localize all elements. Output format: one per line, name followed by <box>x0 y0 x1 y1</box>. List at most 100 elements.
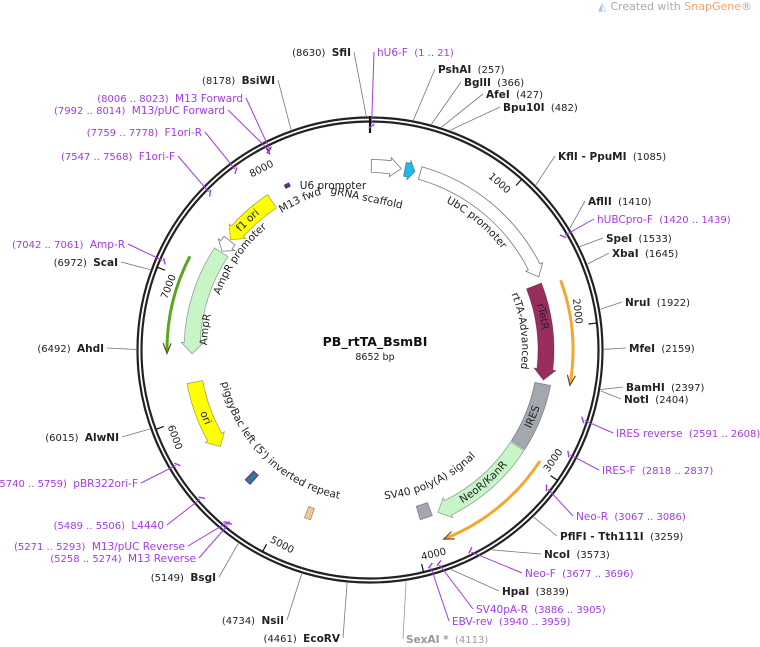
enzyme-site-ncoi[interactable]: NcoI (3573) <box>544 549 610 561</box>
feature-neor-kanr[interactable] <box>437 441 525 519</box>
enzyme-site-aflii[interactable]: AflII (1410) <box>588 196 651 208</box>
feature-sv40-poly-a-signal[interactable] <box>415 502 433 521</box>
site-position: (257) <box>478 65 505 76</box>
primer-pbr322ori-f[interactable]: (5740 .. 5759) pBR322ori-F <box>0 478 138 490</box>
enzyme-site-bamhi[interactable]: BamHI (2397) <box>626 382 704 394</box>
enzyme-site-sfii[interactable]: (8630) SfiI <box>292 47 351 59</box>
feature-rtetr[interactable] <box>525 282 557 381</box>
site-position: (3886 .. 3905) <box>534 605 606 616</box>
site-position: (5489 .. 5506) <box>54 521 126 532</box>
enzyme-site-bsgi[interactable]: (5149) BsgI <box>151 572 216 584</box>
site-leader-line <box>430 567 450 622</box>
site-leader-line <box>600 390 622 400</box>
feature-label-u6-promoter: U6 promoter <box>300 180 367 192</box>
site-name: hU6-F <box>377 47 408 59</box>
credit-prefix: Created with <box>610 0 681 13</box>
enzyme-site-bglii[interactable]: BglII (366) <box>464 77 524 89</box>
primer-ires-f[interactable]: IRES-F (2818 .. 2837) <box>602 465 713 477</box>
tick-label: 4000 <box>420 546 447 563</box>
primer-m13-reverse[interactable]: (5258 .. 5274) M13 Reverse <box>50 553 196 565</box>
site-name: hUBCpro-F <box>597 214 653 226</box>
site-name: PflFI - Tth111I <box>560 531 644 543</box>
primer-mark <box>436 559 442 567</box>
primer-m13-puc-reverse[interactable]: (5271 .. 5293) M13/pUC Reverse <box>14 541 185 553</box>
enzyme-site-ahdi[interactable]: (6492) AhdI <box>37 343 104 355</box>
site-name: NruI <box>625 297 650 309</box>
site-leader-line <box>569 200 586 229</box>
enzyme-site-sexai[interactable]: SexAI * (4113) <box>406 634 488 646</box>
feature-grna-scaffold[interactable] <box>403 158 416 182</box>
enzyme-site-pflfi-tth111i[interactable]: PflFI - Tth111I (3259) <box>560 531 683 543</box>
feature-label-piggybac-left-5-inverted-repeat: piggyBac left (5') inverted repeat <box>219 380 342 501</box>
primer-ires-reverse[interactable]: IRES reverse (2591 .. 2608) <box>616 428 760 440</box>
feature-ires[interactable] <box>510 381 552 451</box>
site-name: BglII <box>464 77 491 89</box>
site-position: (3677 .. 3696) <box>562 569 634 580</box>
feature-label-rtta-advanced: rtTA-Advanced <box>509 291 531 370</box>
snapgene-credit: ◭Created with SnapGene® <box>598 0 752 13</box>
site-leader-line <box>121 428 150 438</box>
primer-ebv-rev[interactable]: EBV-rev (3940 .. 3959) <box>452 616 571 628</box>
feature-ori[interactable] <box>186 380 225 447</box>
enzyme-site-mfei[interactable]: MfeI (2159) <box>629 343 695 355</box>
primer-neo-r[interactable]: Neo-R (3067 .. 3086) <box>576 511 686 523</box>
primer-mark <box>267 146 273 153</box>
enzyme-site-bsiwi[interactable]: (8178) BsiWI <box>202 75 275 87</box>
enzyme-site-bpu10i[interactable]: Bpu10I (482) <box>503 102 578 114</box>
primer-sv40pa-r[interactable]: SV40pA-R (3886 .. 3905) <box>476 604 606 616</box>
feature-u6-promoter[interactable] <box>370 156 402 178</box>
site-name: Neo-F <box>525 568 556 580</box>
enzyme-site-afei[interactable]: AfeI (427) <box>486 89 543 101</box>
feature-ampr-promoter[interactable] <box>217 235 236 252</box>
primer-mark <box>368 123 375 129</box>
site-position: (5740 .. 5759) <box>0 479 67 490</box>
plasmid-name: PB_rtTA_BsmBI <box>323 334 428 350</box>
site-position: (8178) <box>202 76 235 87</box>
primer-f1ori-f[interactable]: (7547 .. 7568) F1ori-F <box>61 151 175 163</box>
enzyme-site-scai[interactable]: (6972) ScaI <box>54 257 118 269</box>
feature-m13-fwd[interactable] <box>283 182 292 190</box>
site-position: (1533) <box>638 234 671 245</box>
ring-outer <box>136 116 604 584</box>
enzyme-site-kfli-ppumi[interactable]: KflI - PpuMI (1085) <box>558 151 666 163</box>
primer-hu6-f[interactable]: hU6-F (1 .. 21) <box>377 47 454 59</box>
site-name: M13/pUC Forward <box>132 105 225 117</box>
site-name: PshAI <box>438 64 471 76</box>
primer-f1ori-r[interactable]: (7759 .. 7778) F1ori-R <box>87 127 202 139</box>
primer-m13-puc-forward[interactable]: (7992 .. 8014) M13/pUC Forward <box>54 105 225 117</box>
enzyme-site-ecorv[interactable]: (4461) EcoRV <box>264 633 341 645</box>
feature-label-grna-scaffold: gRNA scaffold <box>330 185 404 212</box>
tick-mark <box>588 322 598 325</box>
enzyme-site-pshai[interactable]: PshAI (257) <box>438 64 505 76</box>
enzyme-site-nrui[interactable]: NruI (1922) <box>625 297 690 309</box>
primer-neo-f[interactable]: Neo-F (3677 .. 3696) <box>525 568 634 580</box>
enzyme-site-alwni[interactable]: (6015) AlwNI <box>45 432 119 444</box>
primer-hubcpro-f[interactable]: hUBCpro-F (1420 .. 1439) <box>597 214 731 226</box>
enzyme-site-spei[interactable]: SpeI (1533) <box>606 233 672 245</box>
primer-m13-forward[interactable]: (8006 .. 8023) M13 Forward <box>97 93 243 105</box>
feature-ampr[interactable] <box>180 247 229 355</box>
site-name: AfeI <box>486 89 510 101</box>
site-leader-line <box>402 581 407 640</box>
feature-f1-ori[interactable] <box>228 194 278 241</box>
site-name: IRES reverse <box>616 428 683 440</box>
orf-line <box>445 460 542 540</box>
site-name: KflI - PpuMI <box>558 151 627 163</box>
enzyme-site-nsii[interactable]: (4734) NsiI <box>222 615 284 627</box>
feature-piggybac-left-5-inverted-repeat[interactable] <box>303 505 315 521</box>
site-name: ScaI <box>93 257 118 269</box>
site-leader-line <box>120 261 151 270</box>
enzyme-site-xbai[interactable]: XbaI (1645) <box>612 248 678 260</box>
site-leader-line <box>441 93 484 128</box>
enzyme-site-hpai[interactable]: HpaI (3839) <box>502 586 569 598</box>
site-leader-line <box>471 551 523 574</box>
primer-amp-r[interactable]: (7042 .. 7061) Amp-R <box>12 239 125 251</box>
enzyme-site-noti[interactable]: NotI (2404) <box>624 394 689 406</box>
tick-mark <box>156 266 166 271</box>
site-leader-line <box>127 243 163 261</box>
orf-line <box>165 255 192 352</box>
inverted-repeat-marks <box>244 470 259 485</box>
feature-ubc-promoter[interactable] <box>417 166 544 278</box>
primer-l4440[interactable]: (5489 .. 5506) L4440 <box>54 520 164 532</box>
site-leader-line <box>198 525 228 559</box>
